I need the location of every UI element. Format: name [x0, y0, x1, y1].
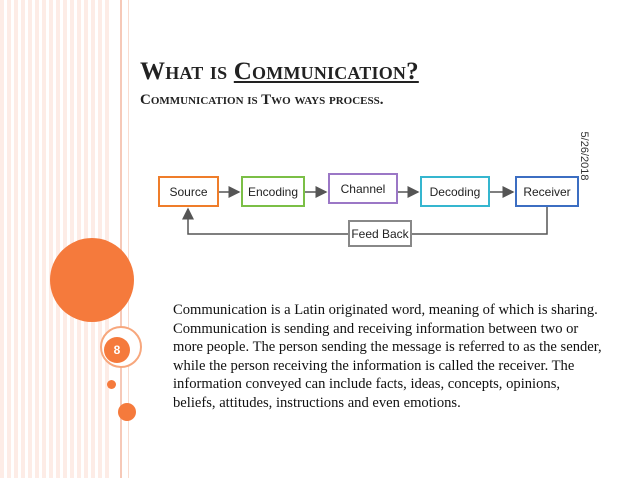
communication-process-diagram: Source Encoding Channel Decoding Receive… — [155, 168, 585, 250]
feedback-line-from-receiver — [412, 207, 548, 235]
node-feedback: Feed Back — [348, 220, 412, 247]
node-source: Source — [158, 176, 219, 207]
decorative-line — [120, 0, 122, 478]
slide-subtitle: Communication is Two ways process. — [140, 92, 384, 108]
decorative-circle-small — [118, 403, 136, 421]
node-encoding: Encoding — [241, 176, 305, 207]
node-receiver: Receiver — [515, 176, 579, 207]
diagram-connectors — [182, 186, 548, 235]
feedback-line-to-source — [182, 207, 348, 235]
slide-title: What is Communication? — [140, 58, 419, 86]
node-decoding: Decoding — [420, 176, 490, 207]
decorative-circle-large — [50, 238, 134, 322]
node-channel: Channel — [328, 173, 398, 204]
title-text: What is — [140, 58, 234, 85]
body-paragraph: Communication is a Latin originated word… — [173, 302, 602, 411]
title-underlined-text: Communication? — [233, 58, 419, 85]
slide-number-badge: 8 — [104, 337, 130, 363]
decorative-circle-tiny — [107, 380, 116, 389]
decorative-line-thin — [128, 0, 129, 478]
